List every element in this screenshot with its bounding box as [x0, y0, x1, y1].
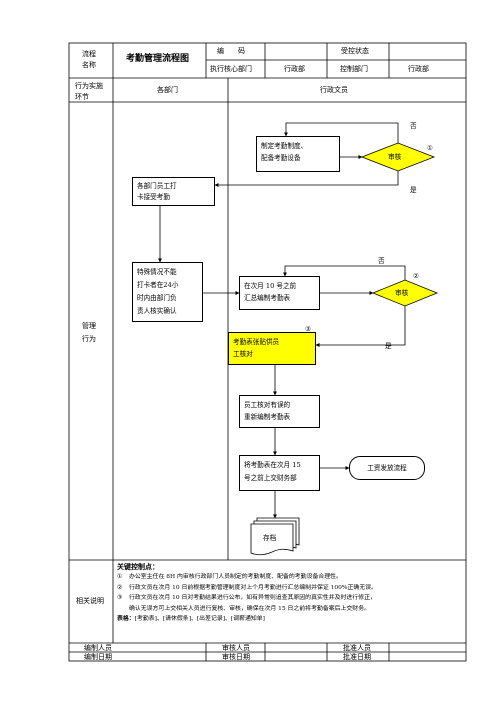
prepared-by-label: 编制人员 [84, 644, 112, 652]
step-compile-line-2: 汇总编制考勤表 [244, 294, 291, 302]
exec-dept-label: 执行核心部门 [210, 65, 252, 73]
page-title: 考勤管理流程图 [126, 54, 190, 64]
step-compile-line-1: 在次月 10 号之前 [244, 282, 297, 290]
step-special-line-4: 责人核实确认 [137, 307, 177, 315]
control-dept-value: 行政部 [408, 65, 429, 73]
note-1-text: 办公室主任在 8H 内审核行政部门人员制定的考勤制度、配备的考勤设备合理性。 [129, 574, 342, 580]
step-recompile: 员工核对有误的 重新编制考勤表 [239, 395, 320, 428]
exec-dept-value: 行政部 [284, 65, 305, 73]
step-special-line-3: 时内由部门负 [137, 294, 177, 302]
row-label-2: 环节 [75, 93, 89, 101]
section-label-2: 行为 [82, 335, 96, 343]
note-item-3: ③ 行政文员在次月 10 日对考勤结果进行公布，如有异常则追查其原因的真实性并及时… [117, 593, 467, 604]
note-item-1: ① 办公室主任在 8H 内审核行政部门人员制定的考勤制度、配备的考勤设备合理性。 [117, 572, 467, 583]
step-recompile-line-2: 重新编制考勤表 [244, 413, 291, 421]
note-item-2: ② 行政文员在次月 10 日前根据考勤管理制度对上个月考勤进行汇总编制并保证 10… [117, 583, 467, 594]
decision-diamond-2 [371, 279, 439, 307]
note-1-mark: ① [117, 574, 123, 580]
reviewed-date-label: 审核日期 [222, 653, 250, 661]
decision-2-mark: ② [413, 272, 419, 280]
step-compile-attendance: 在次月 10 号之前 汇总编制考勤表 [239, 276, 320, 310]
archive-document-stack [250, 517, 300, 556]
step-special-case: 特殊情况不能 打卡者在24小 时内由部门负 责人核实确认 [132, 262, 203, 322]
notes-label: 相关说明 [76, 597, 104, 605]
decision-1-label: 审核 [388, 153, 402, 161]
section-label-1: 管理 [82, 322, 96, 330]
lane-right-label: 行政文员 [320, 86, 348, 94]
control-state-label: 受控状态 [341, 47, 369, 55]
decision-1-mark: ① [427, 144, 433, 152]
step-provide-mark: ③ [305, 325, 311, 333]
decision-1-no: 否 [410, 122, 417, 130]
row-label-1: 行为实施 [75, 82, 103, 90]
decision-2-label: 审核 [395, 289, 409, 297]
step-special-line-2: 打卡者在24小 [137, 281, 179, 289]
note-3-mark: ③ [117, 595, 123, 601]
step-draft-line-2: 配备考勤设备 [261, 154, 301, 162]
step-draft-line-1: 制定考勤制度、 [261, 142, 308, 150]
decision-1-yes: 是 [410, 186, 417, 194]
notes-heading: 关键控制点： [117, 563, 159, 571]
key-control-notes: 关键控制点： ① 办公室主任在 8H 内审核行政部门人员制定的考勤制度、配备的考勤… [117, 562, 467, 625]
process-label-2: 名称 [82, 61, 96, 69]
lane-left-label: 各部门 [157, 86, 178, 94]
step-archive-label: 存档 [263, 534, 277, 542]
step-submit-line-2: 号之前上交财务部 [244, 474, 297, 482]
step-submit-line-1: 将考勤表在次月 15 [244, 461, 301, 469]
forms-line: 表格：[考勤表]、[请休假条]、[出差记录]、[调薪通知单] [117, 614, 467, 625]
forms-label: 表格： [117, 616, 135, 622]
step-provide-line-1: 考勤表张贴供员 [233, 338, 280, 346]
process-label-1: 流程 [82, 50, 96, 58]
note-2-mark: ② [117, 584, 123, 591]
step-post-for-check: 考勤表张贴供员 工核对 [228, 332, 316, 365]
step-salary-process: 工资发放流程 [349, 456, 425, 480]
prepared-date-label: 编制日期 [84, 653, 112, 661]
step-draft-policy: 制定考勤制度、 配备考勤设备 [256, 136, 340, 172]
control-dept-label: 控制部门 [340, 65, 368, 73]
note-item-3-continued: 确认无误方可上交相关人员进行复核、审核，确保在次月 15 日之前将考勤备案后上交… [129, 605, 370, 612]
approved-date-label: 批准日期 [343, 653, 371, 661]
step-staff-clock-in: 各部门员工打 卡接受考勤 [132, 177, 215, 206]
note-2-text: 行政文员在次月 10 日前根据考勤管理制度对上个月考勤进行汇总编制并保证 100… [129, 584, 377, 591]
step-special-line-1: 特殊情况不能 [137, 268, 177, 276]
decision-2-no: 否 [378, 257, 385, 265]
step-staff-line-1: 各部门员工打 [137, 182, 177, 190]
reviewed-by-label: 审核人员 [222, 644, 250, 652]
step-staff-line-2: 卡接受考勤 [137, 193, 170, 201]
forms-text: [考勤表]、[请休假条]、[出差记录]、[调薪通知单] [134, 616, 265, 622]
decision-2-yes: 是 [385, 342, 392, 350]
approved-by-label: 批准人员 [343, 644, 371, 652]
step-recompile-line-1: 员工核对有误的 [244, 401, 291, 409]
decision-diamond-1 [360, 142, 436, 172]
code-label: 编 码 [217, 47, 245, 55]
note-3-text: 行政文员在次月 10 日对考勤结果进行公布，如有异常则追查其原因的真实性并及时进… [129, 595, 376, 601]
step-submit-finance: 将考勤表在次月 15 号之前上交财务部 [239, 455, 320, 491]
step-provide-line-2: 工核对 [233, 350, 253, 358]
